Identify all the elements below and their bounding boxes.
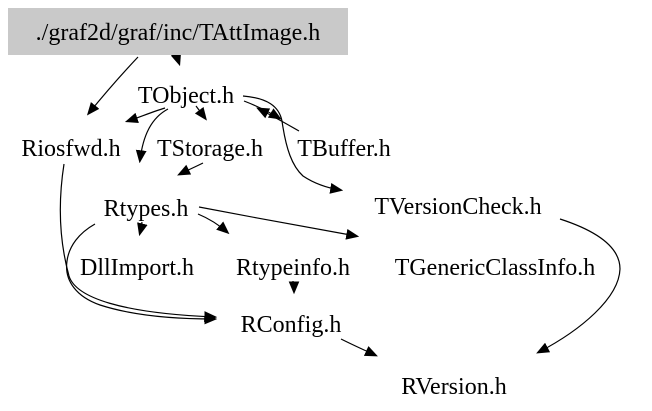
node-tbuffer[interactable]: TBuffer.h: [297, 136, 391, 162]
edge-rtypes-dllimport: [137, 221, 148, 237]
edge-tobject-tversioncheck: [242, 95, 344, 194]
edge-riosfwd-rconfig: [59, 163, 218, 322]
node-dllimport[interactable]: DllImport.h: [80, 255, 194, 281]
edge-tobject-rtypes: [135, 108, 169, 164]
node-tattimage: ./graf2d/graf/inc/TAttImage.h: [36, 20, 321, 46]
edge-tobject-riosfwd: [124, 107, 166, 124]
graph-nodes: ./graf2d/graf/inc/TAttImage.hTObject.hRi…: [8, 8, 595, 400]
edge-tstorage-rtypes: [177, 162, 204, 176]
edge-tattimage-riosfwd: [86, 56, 139, 116]
node-tgenericclassinfo[interactable]: TGenericClassInfo.h: [395, 255, 596, 281]
node-tobject[interactable]: TObject.h: [138, 83, 234, 109]
node-rtypes[interactable]: Rtypes.h: [104, 196, 189, 222]
node-rtypeinfo[interactable]: Rtypeinfo.h: [236, 255, 350, 281]
node-box-tattimage: [8, 8, 348, 55]
node-rconfig[interactable]: RConfig.h: [241, 312, 342, 338]
edge-rtypeinfo-rconfig: [288, 280, 300, 295]
edge-tobject-tstorage: [194, 105, 207, 121]
node-riosfwd[interactable]: Riosfwd.h: [21, 136, 120, 162]
node-tversioncheck[interactable]: TVersionCheck.h: [374, 194, 541, 220]
edge-rtypes-tgenericclassinfo: [198, 206, 360, 240]
edge-tversioncheck-rversion: [536, 218, 621, 354]
edge-tattimage-tobject: [170, 52, 182, 67]
node-rversion[interactable]: RVersion.h: [401, 374, 506, 400]
edge-tbuffer-tobject: [256, 107, 300, 132]
edge-tobject-tbuffer: [243, 100, 282, 120]
edge-rconfig-rversion: [340, 338, 378, 357]
node-tstorage[interactable]: TStorage.h: [157, 136, 263, 162]
edge-rtypes-rconfig: [65, 223, 218, 325]
graph-edges: [59, 52, 621, 357]
edge-rtypes-rtypeinfo: [197, 213, 230, 235]
